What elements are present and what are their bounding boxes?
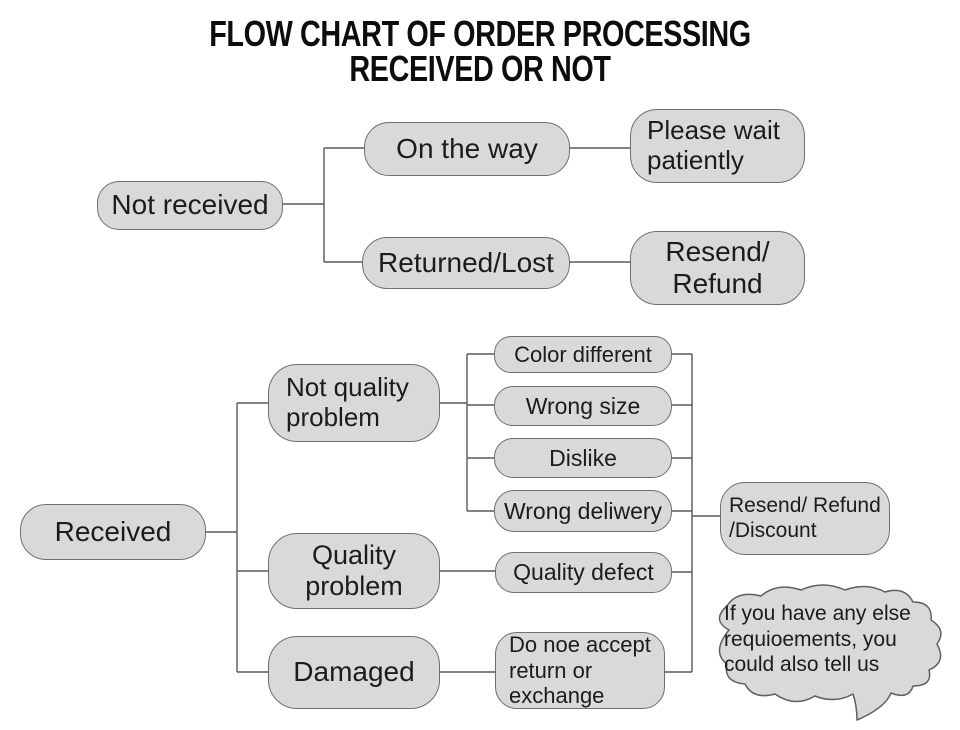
node-returned-lost: Returned/Lost — [362, 237, 570, 289]
node-quality-problem: Quality problem — [268, 533, 440, 609]
node-do-not-accept-return: Do noe accept return or exchange — [495, 632, 665, 709]
node-damaged: Damaged — [268, 636, 440, 709]
page-title: FLOW CHART OF ORDER PROCESSING RECEIVED … — [209, 13, 751, 89]
node-please-wait-patiently: Please wait patiently — [630, 109, 805, 183]
node-quality-defect: Quality defect — [495, 552, 672, 593]
speech-bubble — [718, 584, 942, 721]
speech-bubble-text: If you have any else requioements, you c… — [724, 602, 911, 677]
speech-bubble-shape — [718, 584, 942, 721]
node-not-received: Not received — [97, 181, 283, 230]
node-resend-refund-discount: Resend/ Refund /Discount — [720, 482, 890, 555]
node-resend-refund: Resend/ Refund — [630, 231, 805, 305]
node-color-different: Color different — [494, 336, 672, 373]
node-wrong-deliwery: Wrong deliwery — [494, 490, 672, 532]
node-on-the-way: On the way — [364, 122, 570, 176]
node-dislike: Dislike — [494, 438, 672, 478]
node-not-quality-problem: Not quality problem — [268, 364, 440, 442]
node-received: Received — [20, 504, 206, 560]
node-wrong-size: Wrong size — [494, 386, 672, 426]
connector-path — [206, 147, 720, 673]
